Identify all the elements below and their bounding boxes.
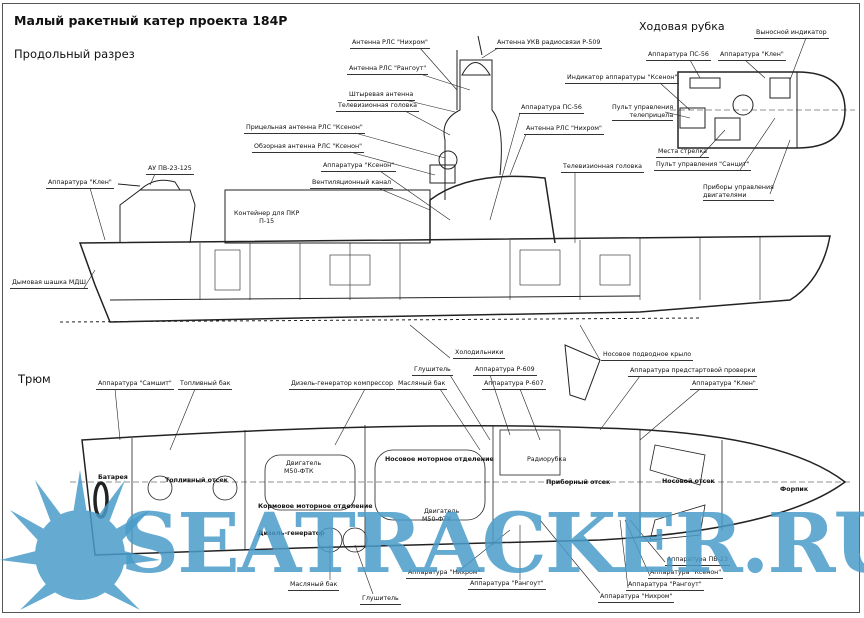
wheelhouse-label-telesight: Пульт управления телеприцела <box>612 104 674 121</box>
hold-label: Аппаратура "Нихром" <box>598 593 675 603</box>
hold-label: Аппаратура "Самшит" <box>96 380 174 390</box>
container-label-line: П-15 <box>259 218 275 225</box>
profile-label: Телевизионная головка <box>336 102 420 112</box>
profile-label: Дымовая шашка МДШ <box>10 279 88 289</box>
compartment-label: Форпик <box>780 486 809 493</box>
wheelhouse-label-line: Приборы управления <box>703 184 774 191</box>
profile-label: Аппаратура "Ксенон" <box>321 162 397 172</box>
hold-label: Масляный бак <box>288 581 340 591</box>
profile-label: Вентиляционный канал <box>310 179 394 189</box>
compartment-label: Топливный отсек <box>165 477 228 484</box>
profile-label: АУ ПВ-23-125 <box>146 165 194 175</box>
compartment-label: Кормовое моторное отделение <box>258 503 373 510</box>
profile-label: Носовое подводное крыло <box>601 351 694 361</box>
compartment-label: Двигатель <box>424 508 460 515</box>
hold-label: Аппаратура предстартовой проверки <box>628 367 758 377</box>
leader-lines <box>83 37 807 595</box>
wheelhouse-label: Аппаратура ПС-56 <box>646 51 711 61</box>
hold-label: Аппаратура "Ксенон" <box>648 569 724 579</box>
compartment-label: М50-ФТК <box>284 468 314 475</box>
section-wheelhouse-heading: Ходовая рубка <box>639 20 725 33</box>
compartment-label: М50-ФТК <box>422 516 452 523</box>
profile-label: Антенна РЛС "Нихром" <box>524 125 604 135</box>
compartment-label: Приборный отсек <box>546 479 611 486</box>
hold-label: Глушитель <box>360 595 401 605</box>
profile-label: Штыревая антенна <box>347 91 416 101</box>
compartment-label: Дизель-генератор <box>258 530 325 537</box>
hold-label: Аппаратура Р-609 <box>473 366 537 376</box>
hold-label: Аппаратура ПВ-23 <box>665 556 730 566</box>
wheelhouse-label: Индикатор аппаратуры "Ксенон" <box>565 74 680 84</box>
wheelhouse-label-line: Пульт управления <box>612 104 674 111</box>
profile-label: Антенна РЛС "Нихром" <box>350 39 430 49</box>
compartment-label: Носовой отсек <box>662 478 715 485</box>
hold-label: Аппаратура "Рангоут" <box>468 580 546 590</box>
wheelhouse-plan <box>670 71 855 149</box>
compartment-label: Батарея <box>98 474 128 481</box>
hold-label: Глушитель <box>412 366 453 376</box>
profile-label: Холодильники <box>453 349 506 359</box>
watermark-text: SEATRACKER.RU <box>120 496 864 592</box>
hold-label: Масляный бак <box>396 380 448 390</box>
section-hold-heading: Трюм <box>18 372 51 386</box>
hold-label: Аппаратура Р-607 <box>482 380 546 390</box>
hold-label: Аппаратура "Клен" <box>690 380 758 390</box>
profile-hull <box>59 35 831 401</box>
profile-label: Антенна УКВ радиосвязи Р-509 <box>495 39 603 49</box>
container-label: Контейнер для ПКР П-15 <box>234 210 299 226</box>
hold-label: Аппаратура "Рангоут" <box>626 581 704 591</box>
profile-label: Антенна РЛС "Рангоут" <box>347 65 429 75</box>
hold-label: Дизель-генератор компрессор <box>289 380 395 390</box>
compartment-label: Носовое моторное отделение <box>385 456 494 463</box>
wheelhouse-label-line: двигателями <box>703 192 747 199</box>
drawing-frame <box>2 3 860 613</box>
wheelhouse-label: Пульт управления "Санцит" <box>654 161 752 171</box>
hold-label: Топливный бак <box>178 380 233 390</box>
profile-label: Телевизионная головка <box>561 163 645 173</box>
wheelhouse-label: Аппаратура "Клен" <box>718 51 786 61</box>
watermark-sun-logo <box>0 470 160 610</box>
profile-label: Прицельная антенна РЛС "Ксенон" <box>244 124 365 134</box>
wheelhouse-label: Места стрелка <box>656 148 709 158</box>
profile-label: Аппаратура ПС-56 <box>519 104 584 114</box>
drawing-title: Малый ракетный катер проекта 184Р <box>14 13 288 28</box>
profile-label: Аппаратура "Клен" <box>46 179 114 189</box>
container-label-line: Контейнер для ПКР <box>234 210 300 217</box>
section-profile-heading: Продольный разрез <box>14 47 135 61</box>
wheelhouse-label-engine-controls: Приборы управления двигателями <box>703 184 774 201</box>
profile-label: Обзорная антенна РЛС "Ксенон" <box>252 143 365 153</box>
hold-label: Аппаратура "Нихром" <box>406 569 483 579</box>
wheelhouse-label: Выносной индикатор <box>754 29 829 39</box>
compartment-label: Радиорубка <box>527 456 567 463</box>
compartment-label: Двигатель <box>286 460 322 467</box>
wheelhouse-label-line: телеприцела <box>629 112 674 119</box>
hold-plan <box>70 424 850 556</box>
